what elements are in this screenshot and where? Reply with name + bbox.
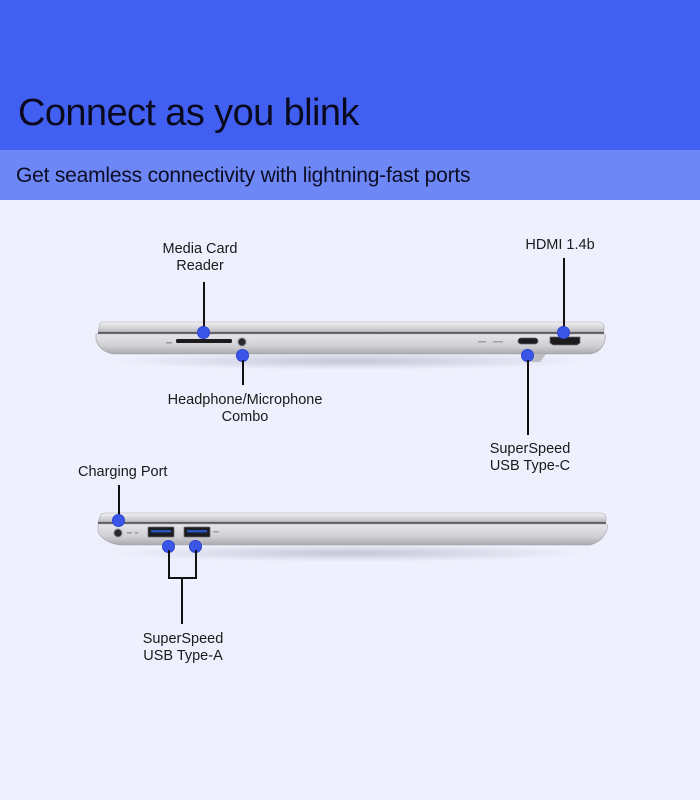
usb-a-line1: SuperSpeed — [142, 631, 224, 647]
usb-a-leader-1 — [168, 550, 170, 578]
usb-c-label: SuperSpeed USB Type-C — [475, 441, 585, 475]
laptop-shadow — [110, 544, 590, 562]
media-card-reader-line2: Reader — [176, 258, 224, 274]
usb-a-label: SuperSpeed USB Type-A — [128, 631, 238, 665]
charging-port-line1: Charging Port — [78, 464, 168, 480]
hdmi-line1: HDMI 1.4b — [525, 237, 595, 253]
subheadline: Get seamless connectivity with lightning… — [16, 164, 471, 187]
hdmi-marker — [558, 327, 569, 338]
headphone-combo-line2: Combo — [221, 409, 269, 425]
hdmi-leader — [563, 258, 565, 330]
headphone-combo-label: Headphone/Microphone Combo — [145, 392, 345, 426]
usb-c-line2: USB Type-C — [489, 458, 571, 474]
laptop-left-side-view — [97, 512, 608, 546]
usb-a-marker-2 — [190, 541, 201, 552]
headphone-jack-leader — [242, 360, 244, 385]
usb-c-leader — [527, 360, 529, 435]
headline: Connect as you blink — [18, 92, 359, 134]
usb-c-marker — [522, 350, 533, 361]
headphone-combo-line1: Headphone/Microphone — [167, 392, 323, 408]
media-card-reader-line1: Media Card — [162, 241, 238, 257]
media-card-reader-label: Media Card Reader — [150, 241, 250, 275]
media-card-reader-leader — [203, 282, 205, 330]
headphone-jack-marker — [237, 350, 248, 361]
hdmi-label: HDMI 1.4b — [510, 237, 610, 254]
subheadline-bar: Get seamless connectivity with lightning… — [0, 150, 700, 200]
laptop-shadow — [110, 352, 590, 370]
charging-port-marker — [113, 515, 124, 526]
laptop-right-side-view — [95, 321, 606, 362]
usb-a-marker-1 — [163, 541, 174, 552]
usb-c-line1: SuperSpeed — [489, 441, 571, 457]
hero-banner: Connect as you blink — [0, 0, 700, 150]
charging-port-leader — [118, 485, 120, 518]
usb-a-line2: USB Type-A — [143, 648, 223, 664]
usb-a-leader-stem — [181, 577, 183, 624]
media-card-reader-marker — [198, 327, 209, 338]
charging-port-label: Charging Port — [78, 464, 188, 481]
usb-a-leader-2 — [195, 550, 197, 578]
